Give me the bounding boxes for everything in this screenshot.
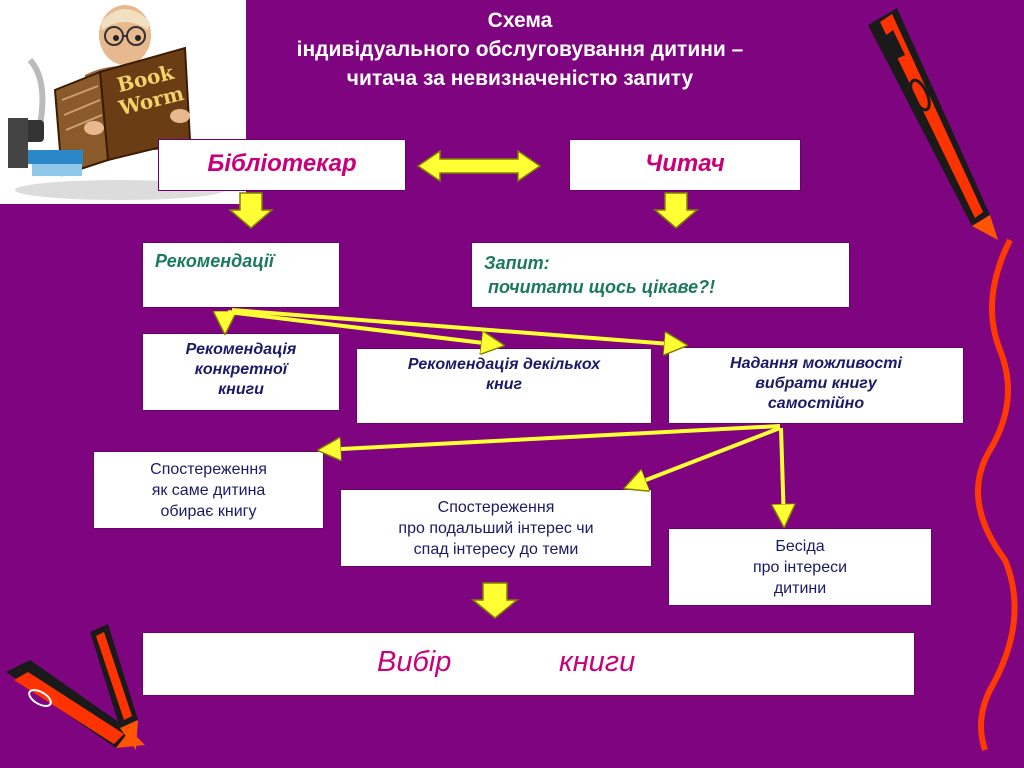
recommend-specific-line-1: Рекомендація [185, 341, 297, 358]
recommend-several-line-2: книг [485, 376, 523, 393]
observe-interest-line-1: Спостереження [437, 499, 555, 516]
talk-line-1: Бесіда [775, 538, 825, 555]
observe-interest-line-2: про подальший інтерес чи [398, 520, 594, 537]
recommend-several-line-1: Рекомендація декількох [407, 356, 601, 373]
arrow-to-several [227, 310, 500, 345]
arrow-to-self-choice [231, 308, 683, 345]
crayon-top-right-icon [868, 8, 998, 240]
title-line-3: читача за невизначеністю запиту [346, 67, 694, 90]
arrow-to-talk [781, 427, 784, 523]
page-title: Схема індивідуального обслуговування дит… [240, 6, 800, 93]
book-choice-word-1: Вибір [377, 646, 452, 678]
down-arrow-reader-icon [652, 192, 700, 229]
double-arrow-icon [416, 149, 542, 183]
request-line-1: Запит: [484, 253, 550, 273]
librarian-label: Бібліотекар [207, 150, 357, 177]
bookworm-illustration: Book Worm [0, 0, 246, 204]
arrow-to-observe-interest [628, 426, 781, 487]
title-line-2: індивідуального обслуговування дитини – [296, 38, 744, 61]
down-arrow-final-icon [470, 582, 520, 619]
self-choice-box: Надання можливості вибрати книгу самості… [668, 347, 964, 424]
book-choice-word-2: книги [559, 646, 636, 678]
observe-choice-line-2: як саме дитина [151, 482, 266, 499]
book-choice-box: Вибір книги [142, 632, 915, 696]
recommend-specific-line-3: книги [218, 381, 264, 398]
observe-interest-line-3: спад інтересу до теми [413, 541, 579, 558]
talk-box: Бесіда про інтереси дитини [668, 528, 932, 606]
request-line-2: почитати щось цікаве?! [488, 277, 716, 297]
recommend-several-box: Рекомендація декількох книг [356, 348, 652, 424]
self-choice-line-3: самостійно [767, 395, 865, 412]
down-arrow-librarian-icon [227, 192, 275, 229]
recommend-specific-line-2: конкретної [194, 361, 288, 378]
red-squiggle-icon [975, 238, 1018, 751]
arrow-to-observe-choice [322, 424, 781, 450]
self-choice-line-1: Надання можливості [730, 355, 902, 372]
talk-line-2: про інтереси [752, 559, 848, 576]
reader-box: Читач [569, 139, 801, 191]
self-choice-line-2: вибрати книгу [755, 375, 877, 392]
observe-choice-line-3: обирає книгу [160, 503, 257, 520]
observe-interest-box: Спостереження про подальший інтерес чи с… [340, 489, 652, 567]
request-box: Запит: почитати щось цікаве?! [471, 242, 850, 308]
reader-label: Читач [645, 150, 725, 177]
recommendations-box: Рекомендації [142, 242, 340, 308]
observe-choice-box: Спостереження як саме дитина обирає книг… [93, 451, 324, 529]
bookworm-figure: Book Worm [8, 5, 225, 200]
talk-line-3: дитини [773, 580, 827, 597]
recommend-specific-box: Рекомендація конкретної книги [142, 333, 340, 411]
librarian-box: Бібліотекар [158, 139, 406, 191]
recommendations-label: Рекомендації [155, 251, 274, 271]
observe-choice-line-1: Спостереження [150, 461, 267, 478]
title-line-1: Схема [487, 9, 553, 32]
crayons-bottom-left-icon [6, 624, 145, 750]
